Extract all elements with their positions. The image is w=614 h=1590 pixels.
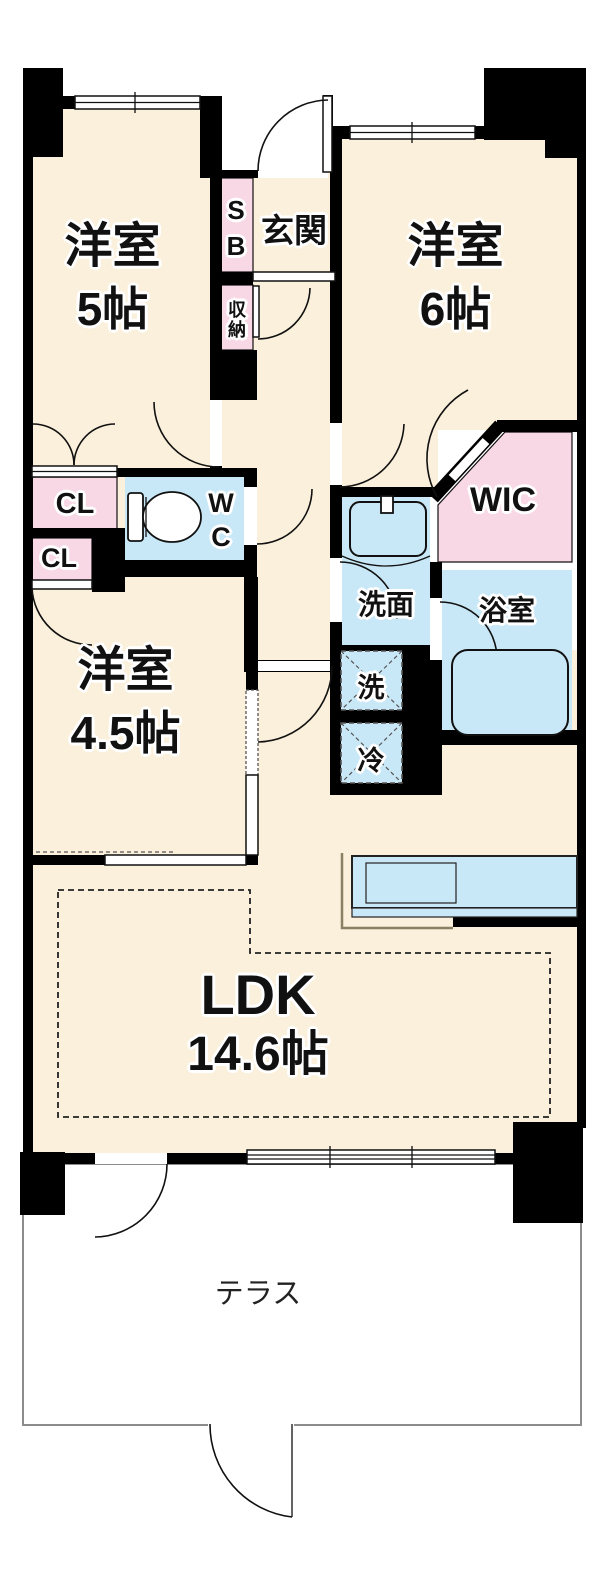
door-gap-bedroom5	[210, 400, 222, 466]
closet-lower-label: CL	[41, 543, 77, 573]
toilet-icon	[127, 491, 202, 543]
sliding-door-bedroom45-south	[36, 851, 247, 866]
pillar-bottom-right	[513, 1122, 583, 1223]
closet-upper-doors	[31, 465, 118, 478]
fridge-box	[340, 722, 403, 784]
door-arcs	[31, 99, 498, 1518]
door-gap-bathroom	[430, 598, 442, 660]
door-gap-hall-ldk	[258, 661, 330, 671]
terrace-gate-arc	[209, 1423, 293, 1518]
pillar-top-right	[484, 68, 586, 140]
terrace-door-arc	[94, 1163, 168, 1238]
refrigerator-label: 冷	[357, 746, 385, 776]
bedroom6-size: 6帖	[419, 283, 492, 335]
storage-label: 収納	[226, 300, 246, 340]
storage-door-leaf	[252, 285, 260, 338]
bedroom5-size: 5帖	[76, 283, 149, 335]
bedroom6-door-arc	[339, 423, 405, 488]
wc-line2: C	[211, 522, 231, 552]
door-gap-bedroom6	[330, 423, 342, 485]
window-bedroom5	[74, 92, 201, 113]
pillar-top-left	[23, 68, 63, 157]
entrance-step	[252, 271, 336, 282]
terrace-gate-opening	[208, 1420, 294, 1429]
bedroom5-name: 洋室	[64, 220, 161, 273]
ldk-name: LDK	[200, 963, 316, 1026]
vanity-counter-edge	[341, 555, 431, 567]
terrace-label: テラス	[214, 1278, 302, 1310]
window-ldk-terrace	[246, 1146, 496, 1168]
hall-ldk-door-arc	[257, 665, 333, 743]
bedroom45-name: 洋室	[77, 644, 174, 697]
bedroom6-label: 洋室 6帖	[358, 216, 553, 340]
bedroom5-label: 洋室 5帖	[30, 216, 195, 340]
entrance-door-arc	[257, 99, 329, 172]
entrance-opening	[258, 170, 328, 178]
bathroom-label: 浴室	[478, 595, 535, 626]
bathtub-icon	[451, 649, 569, 736]
ldk-boundary-dashes	[57, 889, 551, 1118]
wic-door-arc	[426, 389, 469, 498]
washroom-label: 洗面	[357, 589, 414, 620]
entrance-door-leaf	[322, 95, 333, 173]
closet-lower-door-arc	[31, 587, 93, 646]
shoe-box-label: S B	[219, 192, 253, 264]
closet-upper-area	[31, 476, 118, 531]
bedroom45-size: 4.5帖	[70, 707, 181, 759]
storage-door-arc	[257, 287, 311, 340]
closet-upper-label: CL	[55, 488, 95, 520]
shoe-box-line2: B	[226, 231, 246, 261]
kitchen-counter	[340, 853, 578, 930]
wc-line1: W	[208, 488, 234, 518]
closet-lower-doors	[31, 579, 93, 590]
wc-door-arc	[256, 488, 313, 545]
bathroom-door-arc	[439, 601, 498, 660]
ldk-size: 14.6帖	[187, 1028, 329, 1081]
washer-label: 洗	[357, 673, 385, 703]
terrace-outline	[22, 1163, 582, 1426]
closet-upper-door-arc-right	[73, 423, 116, 466]
wic-label: WIC	[469, 481, 537, 519]
washroom-door-arc	[339, 561, 398, 620]
window-bedroom6	[349, 122, 476, 143]
washer-box	[340, 650, 403, 711]
bedroom6-name: 洋室	[407, 220, 504, 273]
door-gap-wic	[448, 437, 490, 482]
sliding-door-bedroom45-east	[245, 689, 259, 856]
ldk-label: LDK 14.6帖	[128, 963, 388, 1083]
sink-icon	[349, 495, 427, 557]
wc-label: W C	[198, 486, 244, 554]
closet-upper-door-arc-left	[32, 423, 75, 466]
bedroom5-door-arc	[153, 401, 220, 468]
shoe-box-line1: S	[227, 195, 245, 225]
entrance-label: 玄関	[261, 212, 327, 249]
door-gap-washroom	[330, 558, 342, 622]
door-gap-wc	[244, 487, 257, 545]
fixtures	[57, 491, 578, 1118]
terrace-door-opening	[95, 1153, 167, 1164]
bedroom45-label: 洋室 4.5帖	[28, 640, 223, 764]
openings-and-windows	[31, 92, 496, 1517]
